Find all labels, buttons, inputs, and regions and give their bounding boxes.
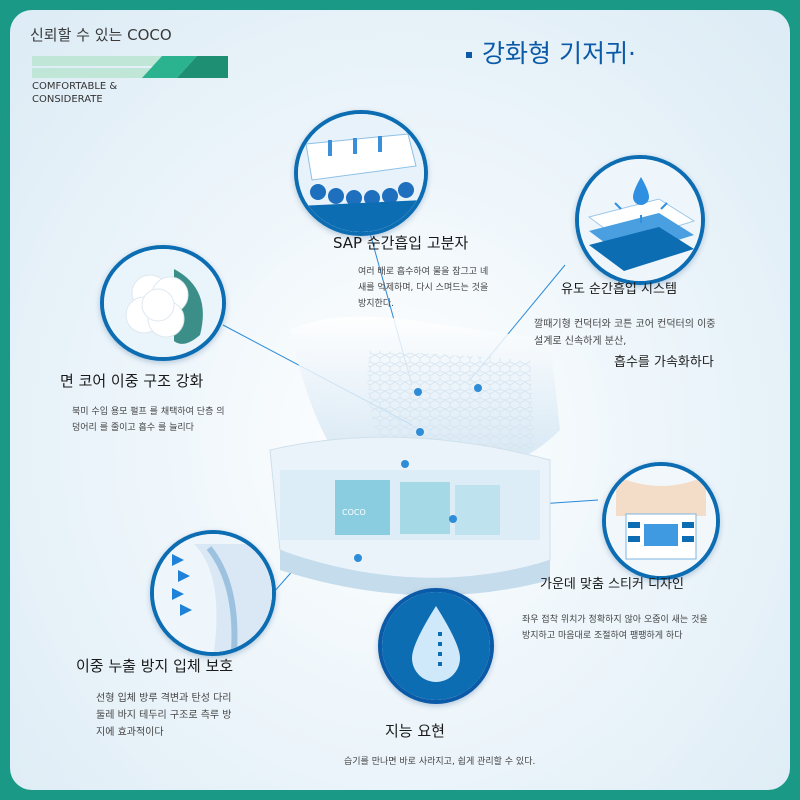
brand-subtitle-line2: CONSIDERATE [32,94,103,105]
leak-feature-circle [150,530,276,656]
water-drop-layer-icon [579,159,701,281]
cotton-desc-line2: 덩어리 를 줄이고 흡수 를 늘리다 [72,423,194,433]
sticker-desc-line2: 방지하고 마음대로 조절하여 팽팽하게 하다 [522,631,683,641]
leak-guard-icon [154,534,272,652]
brand-subtitle-line1: COMFORTABLE & [32,81,118,92]
guide-feature-description: 깔때기형 컨덕터와 코튼 코어 컨덕터의 이중 설계로 신속하게 분산, 흡수를… [534,316,764,371]
smart-feature-description: 습기를 만나면 바로 사라지고, 쉽게 관리할 수 있다. [344,754,624,770]
cotton-feature-circle [100,245,226,361]
brand-stripe-logo [32,56,228,78]
leak-desc-line3: 지에 효과적이다 [96,727,164,738]
smart-desc-line1: 습기를 만나면 바로 사라지고, 쉽게 관리할 수 있다. [344,757,536,767]
diaper-illustration: COCO [269,316,560,596]
leak-desc-line2: 둘레 바지 테두리 구조로 측루 방 [96,710,232,721]
bullet-square-icon [466,52,472,58]
leak-feature-description: 선형 입체 방루 격변과 탄성 다리 둘레 바지 테두리 구조로 측루 방 지에… [96,690,276,741]
guide-desc-line1: 깔때기형 컨덕터와 코튼 코어 컨덕터의 이중 [534,319,716,330]
smart-feature-circle [378,588,494,704]
sap-desc-line2: 새를 억제하며, 다시 스며드는 것을 [358,283,489,293]
sticker-desc-line1: 좌우 접착 위치가 정확하지 않아 오줌이 새는 것을 [522,615,708,625]
sap-desc-line1: 여러 배로 흡수하여 물을 잠그고 녜 [358,267,489,277]
sticker-feature-description: 좌우 접착 위치가 정확하지 않아 오줌이 새는 것을 방지하고 마음대로 조절… [522,612,772,644]
smart-feature-title: 지능 요현 [385,722,445,740]
sap-feature-circle [294,110,428,236]
absorbent-beads-icon [298,114,424,232]
sticker-feature-title: 가운데 맞춤 스티커 디자인 [540,577,684,592]
brand-title: 신뢰할 수 있는 COCO [30,26,172,44]
guide-desc-line3: 흡수를 가속화하다 [614,355,714,370]
wetness-indicator-drop-icon [382,592,490,700]
sap-desc-line3: 방지한다. [358,299,394,309]
cotton-desc-line1: 북미 수입 용모 펄프 를 채택하여 단층 의 [72,407,225,417]
guide-desc-line2: 설계로 신속하게 분산, [534,336,627,347]
guide-feature-circle [575,155,705,285]
sap-feature-description: 여러 배로 흡수하여 물을 잠그고 녜 새를 억제하며, 다시 스며드는 것을 … [358,264,518,312]
cotton-feature-title: 면 코어 이중 구조 강화 [60,372,204,390]
infographic-frame: 신뢰할 수 있는 COCO COMFORTABLE & CONSIDERATE … [10,10,790,790]
sticker-tab-icon [606,466,716,576]
sticker-feature-circle [602,462,720,580]
leak-feature-title: 이중 누출 방지 입체 보호 [76,657,234,675]
cotton-feature-description: 북미 수입 용모 펄프 를 채택하여 단층 의 덩어리 를 줄이고 흡수 를 늘… [72,404,292,436]
page-headline-text: 강화형 기저귀· [482,39,636,68]
diaper-brand-label: COCO [342,508,366,517]
page-headline: 강화형 기저귀· [466,34,636,70]
cotton-icon [104,249,222,357]
guide-feature-title: 유도 순간흡입 시스템 [561,282,677,297]
sap-feature-title: SAP 순간흡입 고분자 [333,234,469,252]
brand-subtitle: COMFORTABLE & CONSIDERATE [32,80,152,106]
leak-desc-line1: 선형 입체 방루 격변과 탄성 다리 [96,693,232,704]
